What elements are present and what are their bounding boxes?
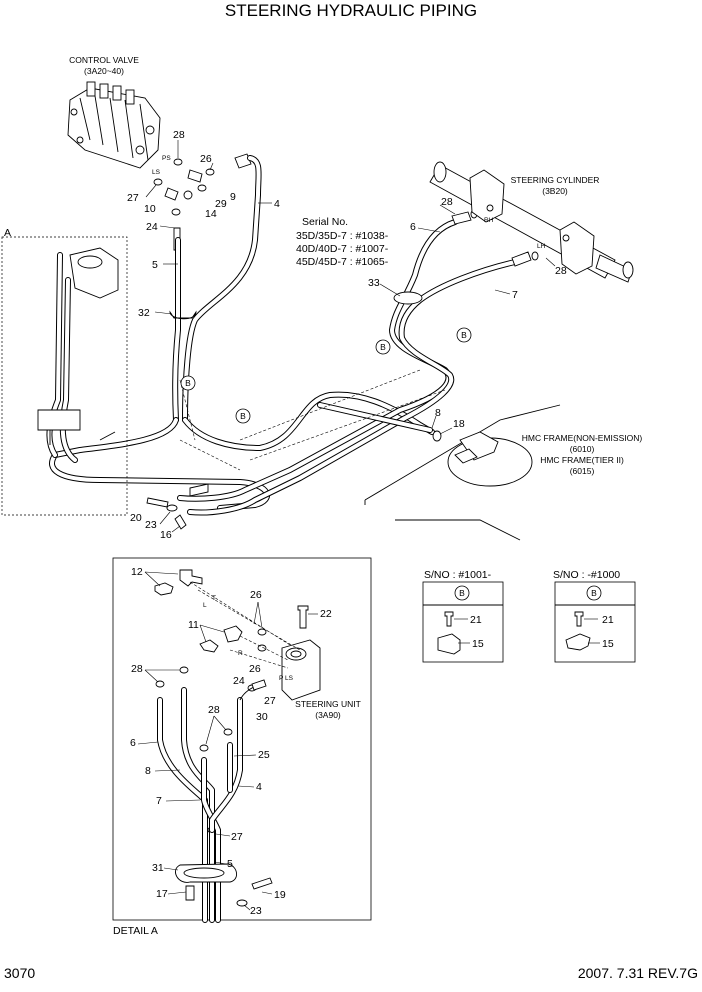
bolt-group-main: [146, 483, 209, 530]
steering-cylinder-ref: (3B20): [542, 186, 568, 196]
sno-box-1: S/NO : #1001- B 21 15: [422, 569, 504, 663]
svg-text:28: 28: [208, 704, 220, 716]
detail-a-box: [112, 557, 372, 921]
hoses-main: [49, 155, 539, 516]
page-number: 3070: [4, 965, 35, 981]
svg-text:8: 8: [145, 765, 151, 777]
svg-text:12: 12: [131, 566, 143, 578]
svg-text:5: 5: [227, 858, 233, 870]
svg-text:B: B: [461, 330, 467, 340]
svg-text:4: 4: [256, 781, 262, 793]
hmc-frame-2-ref: (6015): [570, 466, 595, 476]
svg-text:20: 20: [130, 512, 142, 524]
svg-text:26: 26: [200, 153, 212, 165]
port-l: L: [203, 602, 207, 609]
svg-text:22: 22: [320, 608, 332, 620]
hmc-frame-1-label: HMC FRAME(NON-EMISSION): [522, 433, 643, 443]
port-ls: LS: [152, 169, 161, 176]
control-valve-ref: (3A20~40): [84, 66, 124, 76]
valve-fittings: [153, 153, 252, 251]
view-b-markers: B B B B: [180, 327, 472, 424]
page-title: STEERING HYDRAULIC PIPING: [225, 1, 477, 20]
svg-text:28: 28: [555, 265, 567, 277]
detail-a-marker: A: [4, 227, 11, 239]
port-ps: PS: [162, 155, 171, 162]
control-valve-label: CONTROL VALVE: [69, 55, 139, 65]
hmc-frame: [364, 404, 561, 541]
steering-unit-label: STEERING UNIT: [295, 699, 361, 709]
svg-text:23: 23: [145, 519, 157, 531]
svg-text:4: 4: [274, 198, 280, 210]
svg-text:B: B: [591, 588, 597, 598]
serial-line-1: 35D/35D-7 : #1038-: [296, 230, 389, 242]
svg-text:27: 27: [264, 695, 276, 707]
svg-text:28: 28: [173, 129, 185, 141]
port-rh: RH: [484, 217, 494, 224]
callouts-main: 28 26 27 10 29 9 14 24 4 5 32 28 6 33 7 …: [127, 129, 567, 541]
svg-text:28: 28: [441, 196, 453, 208]
svg-text:10: 10: [144, 203, 156, 215]
svg-text:26: 26: [249, 663, 261, 675]
svg-text:11: 11: [188, 619, 199, 631]
svg-text:S/NO : -#1000: S/NO : -#1000: [553, 569, 620, 581]
svg-text:30: 30: [256, 711, 268, 723]
svg-text:26: 26: [250, 589, 262, 601]
svg-text:24: 24: [146, 221, 158, 233]
svg-text:21: 21: [602, 614, 614, 626]
svg-text:16: 16: [160, 529, 172, 541]
svg-text:19: 19: [274, 889, 286, 901]
port-r: R: [238, 650, 243, 657]
callouts-detail: 12 26 22 11 26 28 24 27 30 28 6 25 8 4 7…: [130, 566, 332, 917]
serial-line-3: 45D/45D-7 : #1065-: [296, 256, 389, 268]
port-p: P: [279, 675, 283, 682]
revision-label: 2007. 7.31 REV.7G: [578, 965, 698, 981]
serial-line-2: 40D/40D-7 : #1007-: [296, 243, 389, 255]
svg-text:7: 7: [156, 795, 162, 807]
svg-text:21: 21: [470, 614, 482, 626]
svg-text:31: 31: [152, 862, 164, 874]
hmc-frame-1-ref: (6010): [570, 444, 595, 454]
svg-text:7: 7: [512, 289, 518, 301]
svg-text:6: 6: [130, 737, 136, 749]
svg-text:24: 24: [233, 675, 245, 687]
sno-box-2: S/NO : -#1000 B 21 15: [553, 569, 636, 663]
detail-a-parts: [154, 569, 321, 923]
svg-text:B: B: [185, 378, 191, 388]
svg-text:32: 32: [138, 307, 150, 319]
detail-a-region: [1, 236, 128, 516]
steering-unit-ref: (3A90): [315, 710, 341, 720]
svg-text:33: 33: [368, 277, 380, 289]
svg-text:B: B: [459, 588, 465, 598]
svg-text:B: B: [240, 411, 246, 421]
svg-text:8: 8: [435, 407, 441, 419]
svg-text:15: 15: [602, 638, 614, 650]
detail-a-thumbnail: [37, 247, 119, 463]
svg-text:B: B: [380, 342, 386, 352]
svg-text:27: 27: [127, 192, 139, 204]
svg-text:23: 23: [250, 905, 262, 917]
svg-text:29: 29: [215, 198, 227, 210]
svg-text:6: 6: [410, 221, 416, 233]
svg-text:14: 14: [205, 208, 217, 220]
svg-text:S/NO : #1001-: S/NO : #1001-: [424, 569, 492, 581]
svg-text:5: 5: [152, 259, 158, 271]
svg-text:9: 9: [230, 191, 236, 203]
port-t: T: [212, 595, 216, 602]
svg-text:28: 28: [131, 663, 143, 675]
svg-text:18: 18: [453, 418, 465, 430]
steering-cylinder: [429, 161, 634, 283]
svg-text:27: 27: [231, 831, 243, 843]
svg-text:17: 17: [156, 888, 168, 900]
serial-heading: Serial No.: [302, 216, 348, 228]
svg-text:25: 25: [258, 749, 270, 761]
control-valve: [67, 81, 161, 169]
port-ls2: LS: [285, 675, 294, 682]
port-lh: LH: [537, 243, 546, 250]
hmc-frame-2-label: HMC FRAME(TIER II): [540, 455, 624, 465]
svg-text:15: 15: [472, 638, 484, 650]
steering-cylinder-label: STEERING CYLINDER: [511, 175, 600, 185]
detail-a-label: DETAIL A: [113, 925, 158, 937]
